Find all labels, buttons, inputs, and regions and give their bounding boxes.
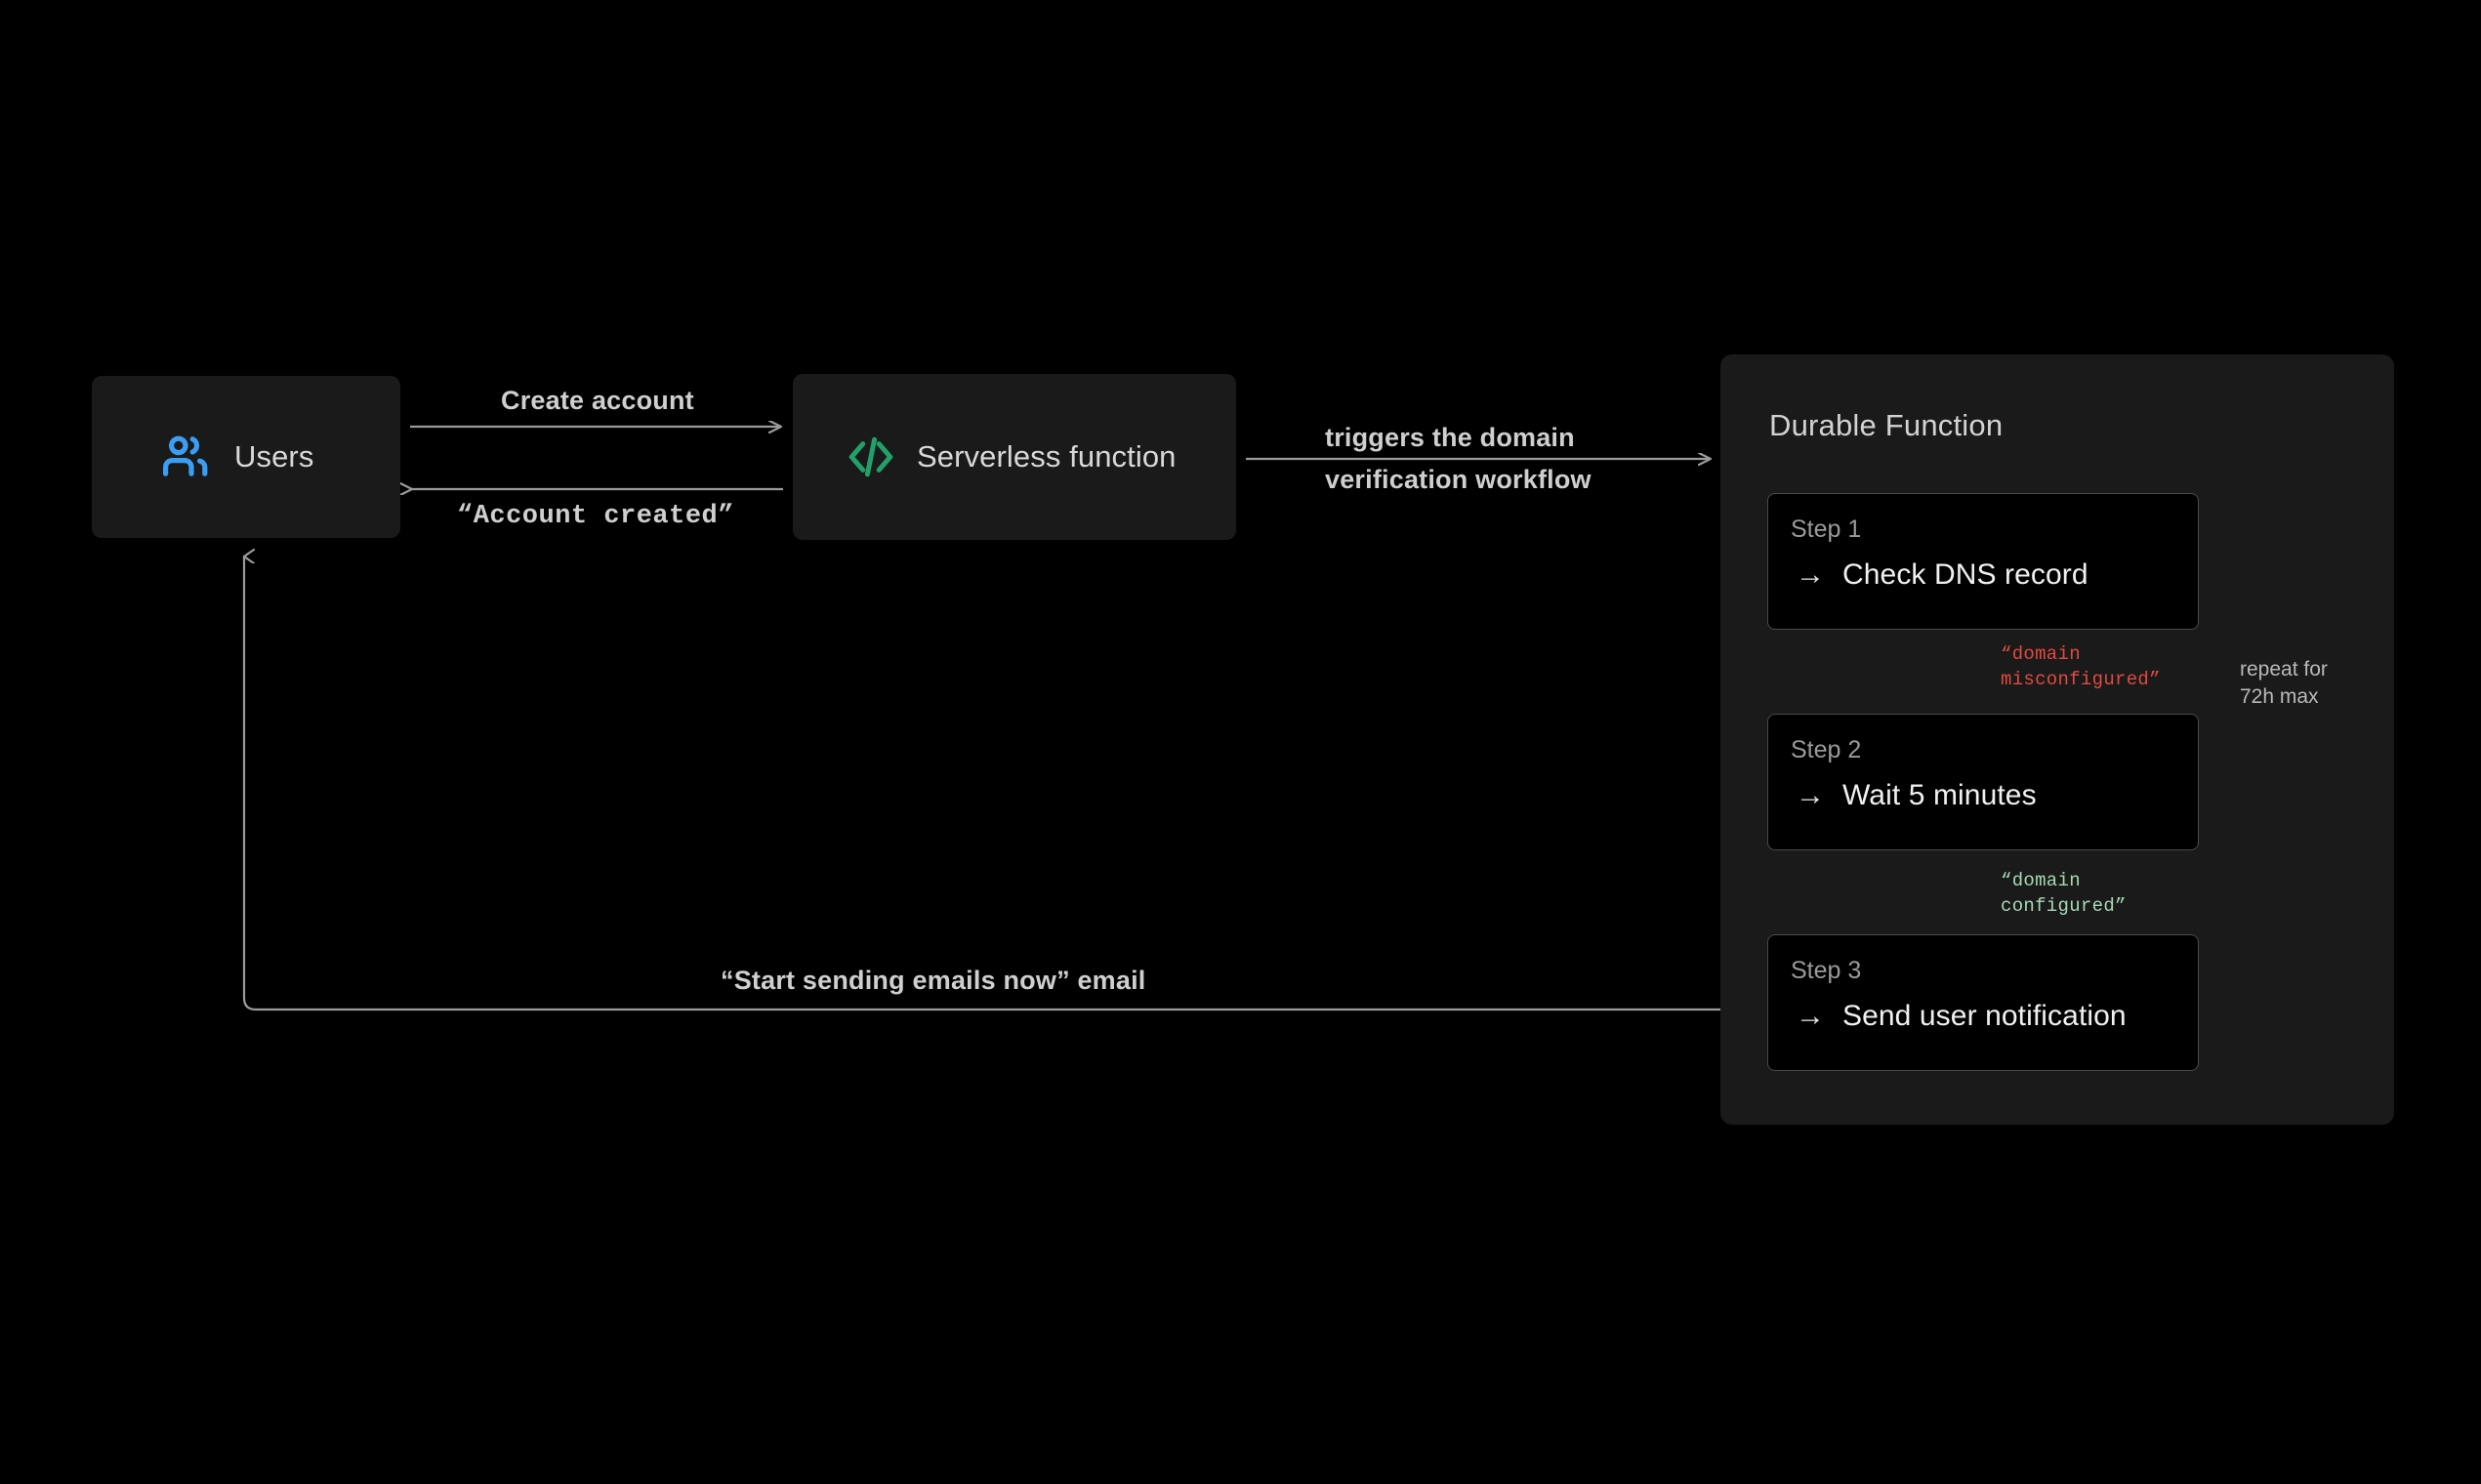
step-2-text: Wait 5 minutes (1842, 779, 2037, 811)
step-1-number: Step 1 (1791, 515, 1862, 543)
edge-label-create-account: Create account (501, 386, 694, 415)
node-serverless-function-label: Serverless function (917, 439, 1177, 474)
step-2-body: → Wait 5 minutes (1796, 779, 2037, 812)
edge-label-account-created: “Account created” (457, 502, 734, 531)
step-card-3[interactable]: Step 3 → Send user notification (1767, 934, 2199, 1071)
step-1-body: → Check DNS record (1796, 558, 2088, 592)
edge-send-email (242, 556, 1769, 1011)
edge-label-repeat-line2: 72h max (2240, 685, 2319, 709)
step-3-body: → Send user notification (1796, 1000, 2127, 1033)
node-serverless-function[interactable]: Serverless function (793, 374, 1236, 540)
step-2-number: Step 2 (1791, 736, 1862, 763)
code-icon (847, 434, 895, 479)
node-users-label: Users (234, 439, 314, 474)
edge-label-triggers-workflow: triggers the domain verification workflo… (1325, 421, 1592, 496)
step-3-text: Send user notification (1842, 1000, 2127, 1032)
edge-label-configured-line1: “domain (2001, 870, 2081, 891)
edge-label-domain-configured: “domain configured” (2001, 869, 2127, 919)
node-users[interactable]: Users (92, 376, 400, 538)
users-icon (162, 433, 213, 480)
edge-label-domain-misconfigured: “domain misconfigured” (2001, 642, 2161, 692)
arrow-right-icon: → (1796, 558, 1825, 591)
edge-label-repeat-72h: repeat for 72h max (2240, 656, 2328, 712)
edge-label-configured-line2: configured” (2001, 894, 2127, 917)
step-1-text: Check DNS record (1842, 558, 2088, 591)
arrow-right-icon: → (1796, 779, 1825, 811)
edge-label-repeat-line1: repeat for (2240, 658, 2328, 680)
arrow-right-icon: → (1796, 1000, 1825, 1032)
edge-label-misconfigured-line2: misconfigured” (2001, 668, 2161, 690)
step-3-number: Step 3 (1791, 957, 1862, 984)
edge-label-misconfigured-line1: “domain (2001, 643, 2081, 665)
edge-label-start-sending-emails: “Start sending emails now” email (721, 966, 1146, 995)
durable-function-title: Durable Function (1769, 408, 2004, 442)
edge-label-triggers-line2: verification workflow (1325, 464, 1592, 494)
step-card-1[interactable]: Step 1 → Check DNS record (1767, 493, 2199, 630)
edge-label-triggers-line1: triggers the domain (1325, 423, 1575, 452)
step-card-2[interactable]: Step 2 → Wait 5 minutes (1767, 714, 2199, 850)
